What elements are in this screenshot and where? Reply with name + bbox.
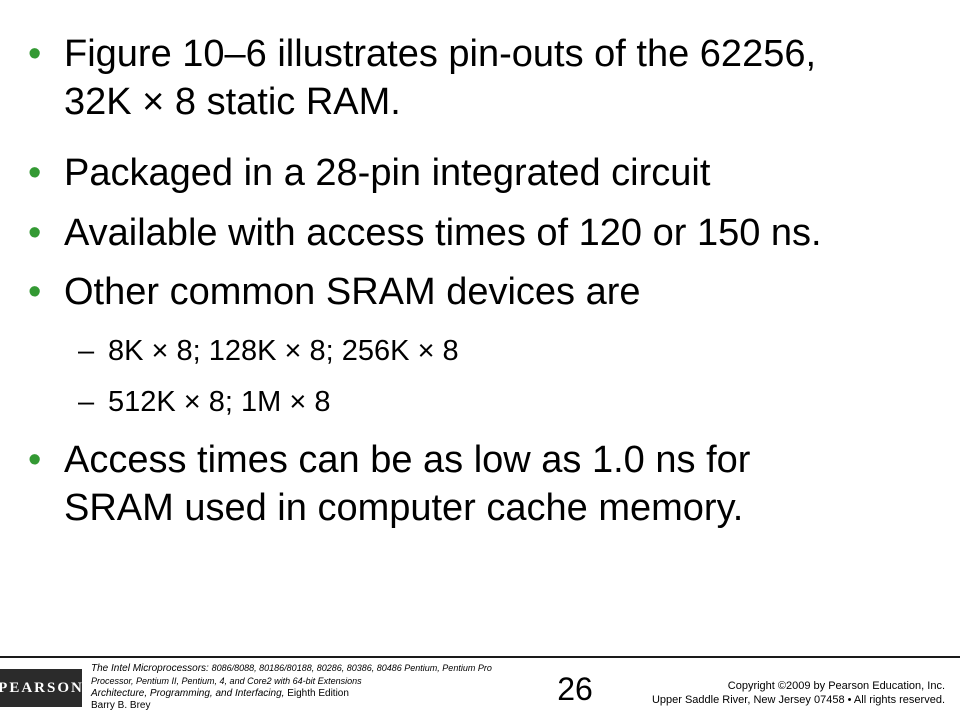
bullet-item: • Figure 10–6 illustrates pin-outs of th… xyxy=(28,30,924,126)
bullet-item: • Packaged in a 28-pin integrated circui… xyxy=(28,149,924,197)
page-number: 26 xyxy=(557,671,593,707)
copyright-notice: Copyright ©2009 by Pearson Education, In… xyxy=(605,679,945,707)
bullet-item: • Other common SRAM devices are xyxy=(28,268,924,316)
bullet-marker: • xyxy=(28,33,42,75)
sub-bullet-marker: – xyxy=(78,335,95,367)
bullet-text-line: Figure 10–6 illustrates pin-outs of the … xyxy=(64,33,817,75)
bullet-text-line: Other common SRAM devices are xyxy=(64,271,641,313)
sub-bullet-item: – 512K × 8; 1M × 8 xyxy=(78,385,888,419)
book-info: The Intel Microprocessors: 8086/8088, 80… xyxy=(91,662,531,712)
sub-bullet-text: 512K × 8; 1M × 8 xyxy=(108,386,331,418)
bullet-marker: • xyxy=(28,212,42,254)
copyright-line: Upper Saddle River, New Jersey 07458 • A… xyxy=(651,694,945,706)
bullet-item: • Available with access times of 120 or … xyxy=(28,209,924,257)
bullet-text-line: SRAM used in computer cache memory. xyxy=(64,487,744,529)
bullet-text-line: Packaged in a 28-pin integrated circuit xyxy=(64,152,711,194)
footer-divider xyxy=(0,656,960,658)
bullet-text-line: Available with access times of 120 or 15… xyxy=(64,212,822,254)
bullet-text-line: 32K × 8 static RAM. xyxy=(64,81,401,123)
bullet-marker: • xyxy=(28,271,42,313)
sub-bullet-item: – 8K × 8; 128K × 8; 256K × 8 xyxy=(78,334,888,368)
copyright-line: Copyright ©2009 by Pearson Education, In… xyxy=(727,680,945,692)
book-subtitle: Architecture, Programming, and Interfaci… xyxy=(91,688,285,699)
book-author: Barry B. Brey xyxy=(91,700,151,711)
bullet-item: • Access times can be as low as 1.0 ns f… xyxy=(28,436,924,532)
bullet-text-line: Access times can be as low as 1.0 ns for xyxy=(64,439,751,481)
book-title: The Intel Microprocessors: xyxy=(91,663,209,674)
bullet-marker: • xyxy=(28,152,42,194)
bullet-marker: • xyxy=(28,439,42,481)
book-models: 8086/8088, 80186/80188, 80286, 80386, 80… xyxy=(91,663,492,686)
sub-bullet-marker: – xyxy=(78,386,95,418)
logo-text: PEARSON xyxy=(0,679,84,696)
book-edition: Eighth Edition xyxy=(287,688,349,699)
sub-bullet-text: 8K × 8; 128K × 8; 256K × 8 xyxy=(108,335,459,367)
pearson-logo: PEARSON xyxy=(0,669,82,707)
